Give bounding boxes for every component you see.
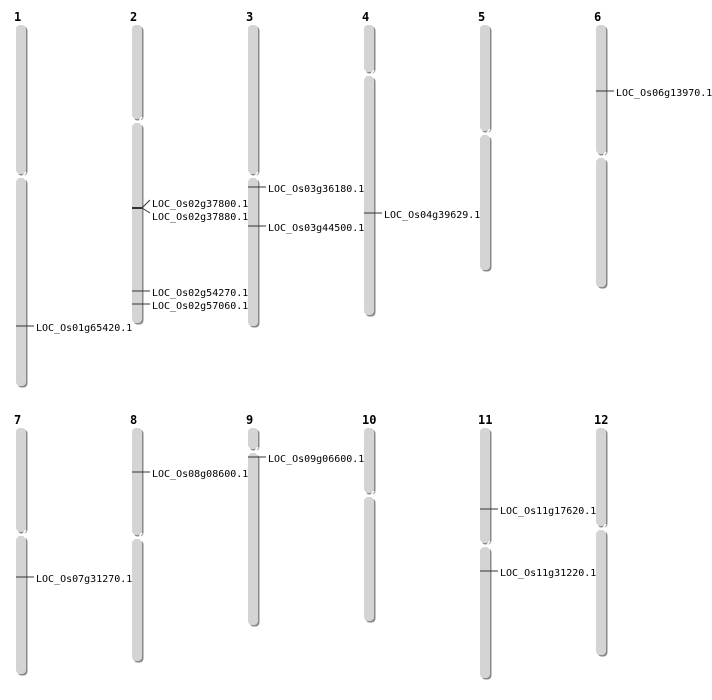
gene-label: LOC_Os08g08600.1 xyxy=(152,469,248,480)
centromere xyxy=(247,446,259,456)
chromosome-number: 8 xyxy=(130,413,137,427)
short-arm xyxy=(132,428,142,535)
gene-label: LOC_Os01g65420.1 xyxy=(36,323,132,334)
long-arm xyxy=(596,158,606,287)
centromere xyxy=(363,490,375,500)
long-arm xyxy=(248,178,258,326)
gene-connector xyxy=(141,207,151,214)
short-arm xyxy=(480,428,490,543)
centromere xyxy=(595,151,607,161)
chromosome-number: 2 xyxy=(130,10,137,24)
short-arm xyxy=(596,25,606,154)
centromere xyxy=(131,116,143,126)
centromere xyxy=(479,128,491,138)
short-arm xyxy=(596,428,606,526)
chromosome-number: 12 xyxy=(594,413,608,427)
long-arm xyxy=(248,453,258,625)
gene-label: LOC_Os03g36180.1 xyxy=(268,184,364,195)
long-arm xyxy=(16,178,26,386)
long-arm xyxy=(364,497,374,621)
chromosome-number: 11 xyxy=(478,413,492,427)
short-arm xyxy=(364,428,374,493)
chromosome-number: 4 xyxy=(362,10,369,24)
gene-label: LOC_Os02g37800.1 xyxy=(152,199,248,210)
chromosome-5: 5 xyxy=(478,10,492,272)
chromosome-number: 9 xyxy=(246,413,253,427)
centromere xyxy=(247,171,259,181)
centromere xyxy=(595,523,607,533)
chromosome-12: 12 xyxy=(594,413,608,657)
gene-label: LOC_Os11g31220.1 xyxy=(500,568,596,579)
chromosome-number: 6 xyxy=(594,10,601,24)
short-arm xyxy=(16,25,26,174)
gene-label: LOC_Os11g17620.1 xyxy=(500,506,596,517)
centromere xyxy=(479,540,491,550)
gene-label: LOC_Os02g54270.1 xyxy=(152,288,248,299)
short-arm xyxy=(480,25,490,131)
long-arm xyxy=(132,123,142,323)
short-arm xyxy=(132,25,142,119)
chromosome-number: 7 xyxy=(14,413,21,427)
long-arm xyxy=(132,539,142,661)
short-arm xyxy=(248,25,258,174)
short-arm xyxy=(16,428,26,532)
gene-connector xyxy=(141,199,151,209)
gene-label: LOC_Os07g31270.1 xyxy=(36,574,132,585)
chromosome-2: 2LOC_Os02g37800.1LOC_Os02g37880.1LOC_Os0… xyxy=(130,10,248,325)
long-arm xyxy=(480,135,490,270)
long-arm xyxy=(596,530,606,655)
centromere xyxy=(363,69,375,79)
gene-label: LOC_Os02g37880.1 xyxy=(152,212,248,223)
chromosome-number: 10 xyxy=(362,413,376,427)
gene-label: LOC_Os06g13970.1 xyxy=(616,88,712,99)
gene-label: LOC_Os09g06600.1 xyxy=(268,454,364,465)
chromosome-number: 5 xyxy=(478,10,485,24)
long-arm xyxy=(364,76,374,315)
chromosome-number: 1 xyxy=(14,10,21,24)
gene-label: LOC_Os03g44500.1 xyxy=(268,223,364,234)
short-arm xyxy=(364,25,374,72)
centromere xyxy=(131,532,143,542)
gene-label: LOC_Os04g39629.1 xyxy=(384,210,480,221)
chromosome-number: 3 xyxy=(246,10,253,24)
long-arm xyxy=(16,536,26,674)
centromere xyxy=(15,171,27,181)
centromere xyxy=(15,529,27,539)
chromosome-10: 10 xyxy=(362,413,376,623)
gene-label: LOC_Os02g57060.1 xyxy=(152,301,248,312)
short-arm xyxy=(248,428,258,449)
long-arm xyxy=(480,547,490,678)
